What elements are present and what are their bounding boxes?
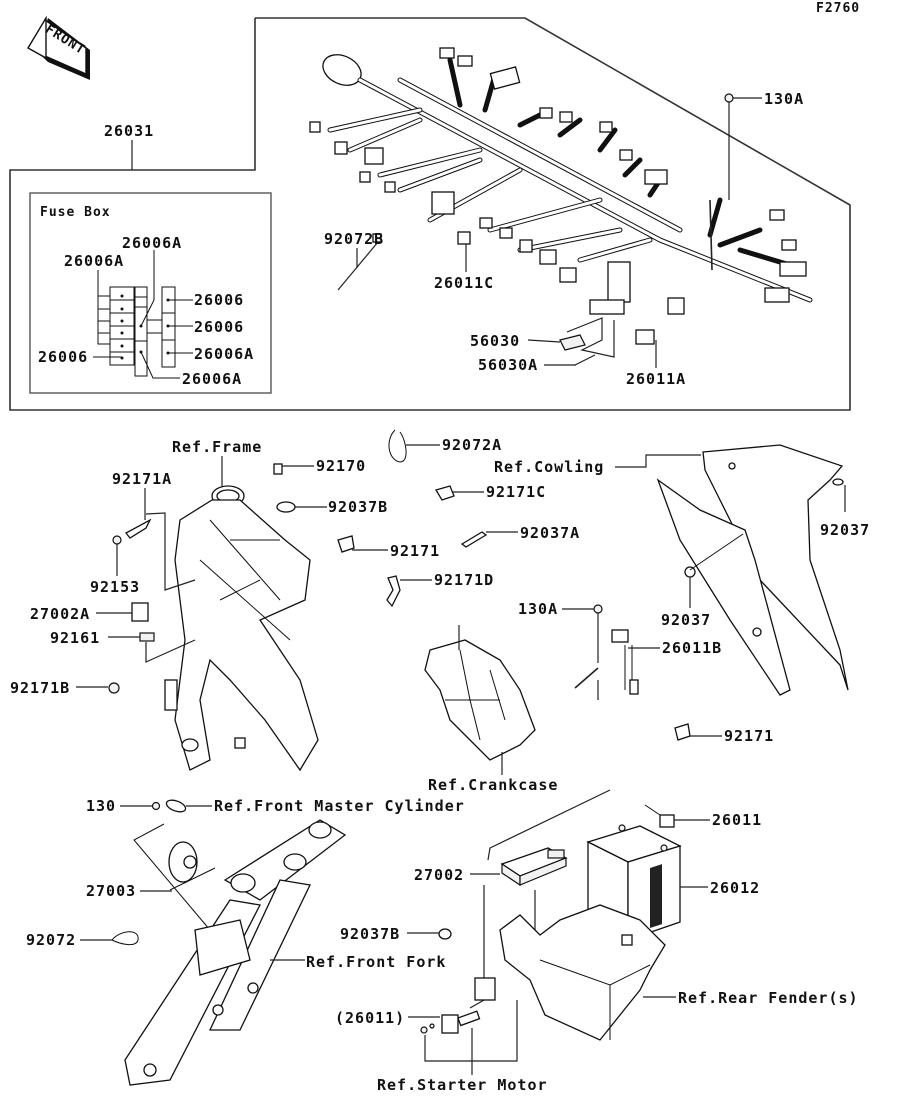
screw-130-icon [151, 801, 161, 811]
label-26011A: 26011A [626, 370, 686, 388]
clamp-92171-right-icon [674, 723, 691, 741]
bolt-130A-mid-icon [593, 604, 603, 614]
label-130: 130 [86, 797, 116, 815]
label-92037-mid: 92037 [661, 611, 711, 629]
label-92170: 92170 [316, 457, 366, 475]
label-26011-paren: (26011) [335, 1009, 405, 1027]
clamp-92037B-bottom-icon [438, 928, 452, 940]
label-130A-top: 130A [764, 90, 804, 108]
damper-92037-mid-icon [684, 566, 696, 578]
starter-relay-26011-illustration [420, 977, 496, 1034]
label-130A-mid: 130A [518, 600, 558, 618]
damper-92161-icon [139, 632, 155, 642]
label-92072B: 92072B [324, 230, 384, 248]
label-56030: 56030 [470, 332, 520, 350]
connector-26011A-icon [635, 329, 655, 345]
label-27003: 27003 [86, 882, 136, 900]
label-fuse-26006-right1: 26006 [194, 291, 244, 309]
clip-92153-icon [112, 535, 122, 545]
master-cylinder-cap-icon [165, 799, 187, 813]
label-fuse-26006A-bottom: 26006A [182, 370, 242, 388]
fuse-box-title: Fuse Box [40, 205, 111, 220]
clamp-92171B-icon [108, 682, 120, 694]
label-fuse-26006-right2: 26006 [194, 318, 244, 336]
relay-26011B-icon [611, 629, 629, 643]
label-92171A: 92171A [112, 470, 172, 488]
clamp-92171-left-icon [337, 535, 355, 553]
ref-crankcase-label: Ref.Crankcase [428, 776, 558, 794]
fuse-box-panel: Fuse Box [29, 192, 272, 394]
label-26011B: 26011B [662, 639, 722, 657]
ecu-27002-illustration [500, 847, 568, 887]
relay-27002A-icon [131, 602, 149, 622]
ref-front-fork-label: Ref.Front Fork [306, 953, 446, 971]
fuse-cover-56030-icon [559, 334, 586, 351]
clamp-92171D-icon [386, 575, 401, 608]
clamp-92037B-top-icon [276, 501, 296, 513]
label-fuse-26006A-center: 26006A [122, 234, 182, 252]
band-92072-icon [111, 931, 139, 946]
label-27002: 27002 [414, 866, 464, 884]
band-92072A-icon [388, 429, 407, 463]
label-92153: 92153 [90, 578, 140, 596]
crankcase-illustration [424, 639, 536, 761]
label-26011: 26011 [712, 811, 762, 829]
cowling-illustration [656, 444, 849, 696]
switch-27003-illustration [133, 823, 216, 931]
label-92171D: 92171D [434, 571, 494, 589]
harness-group-outline [9, 17, 851, 411]
ref-frame-label: Ref.Frame [172, 438, 262, 456]
label-92037B-top: 92037B [328, 498, 388, 516]
ref-front-master-cylinder-label: Ref.Front Master Cylinder [214, 797, 465, 815]
rear-fender-tray-illustration [499, 904, 666, 1041]
label-92171C: 92171C [486, 483, 546, 501]
ref-cowling-label: Ref.Cowling [494, 458, 604, 476]
label-92171-right: 92171 [724, 727, 774, 745]
label-fuse-26006A-right3: 26006A [194, 345, 254, 363]
frame-illustration [164, 485, 319, 772]
label-26011C: 26011C [434, 274, 494, 292]
label-92161: 92161 [50, 629, 100, 647]
label-92037-right: 92037 [820, 521, 870, 539]
label-56030A: 56030A [478, 356, 538, 374]
bolt-130A-icon [724, 93, 734, 103]
clip-92170-icon [273, 463, 283, 475]
label-fuse-26006-left-bottom: 26006 [38, 348, 88, 366]
figure-code: F2760 [816, 1, 860, 16]
wiring-harness-illustration [309, 47, 813, 315]
label-92171-left: 92171 [390, 542, 440, 560]
label-26031: 26031 [104, 122, 154, 140]
clamp-92171C-icon [435, 485, 455, 501]
front-fork-illustration [124, 819, 347, 1086]
label-26012: 26012 [710, 879, 760, 897]
cap-26011-icon [659, 814, 675, 828]
label-27002A: 27002A [30, 605, 90, 623]
fuse-puller-56030A-icon [574, 354, 596, 366]
ref-starter-motor-label: Ref.Starter Motor [377, 1076, 548, 1094]
plate-92037A-icon [460, 531, 488, 548]
label-92037A: 92037A [520, 524, 580, 542]
label-92072: 92072 [26, 931, 76, 949]
starter-relay-stud-icon [574, 667, 599, 689]
label-92171B: 92171B [10, 679, 70, 697]
label-92072A: 92072A [442, 436, 502, 454]
connector-26011C-icon [457, 231, 471, 245]
front-arrow-icon: FRONT [27, 15, 90, 80]
ref-rear-fender-label: Ref.Rear Fender(s) [678, 989, 859, 1007]
clip-92171A-icon [125, 518, 152, 539]
tie-92072B-icon [337, 241, 379, 291]
label-92037B-bottom: 92037B [340, 925, 400, 943]
label-fuse-26006A-left: 26006A [64, 252, 124, 270]
damper-92037-right-icon [832, 478, 844, 486]
